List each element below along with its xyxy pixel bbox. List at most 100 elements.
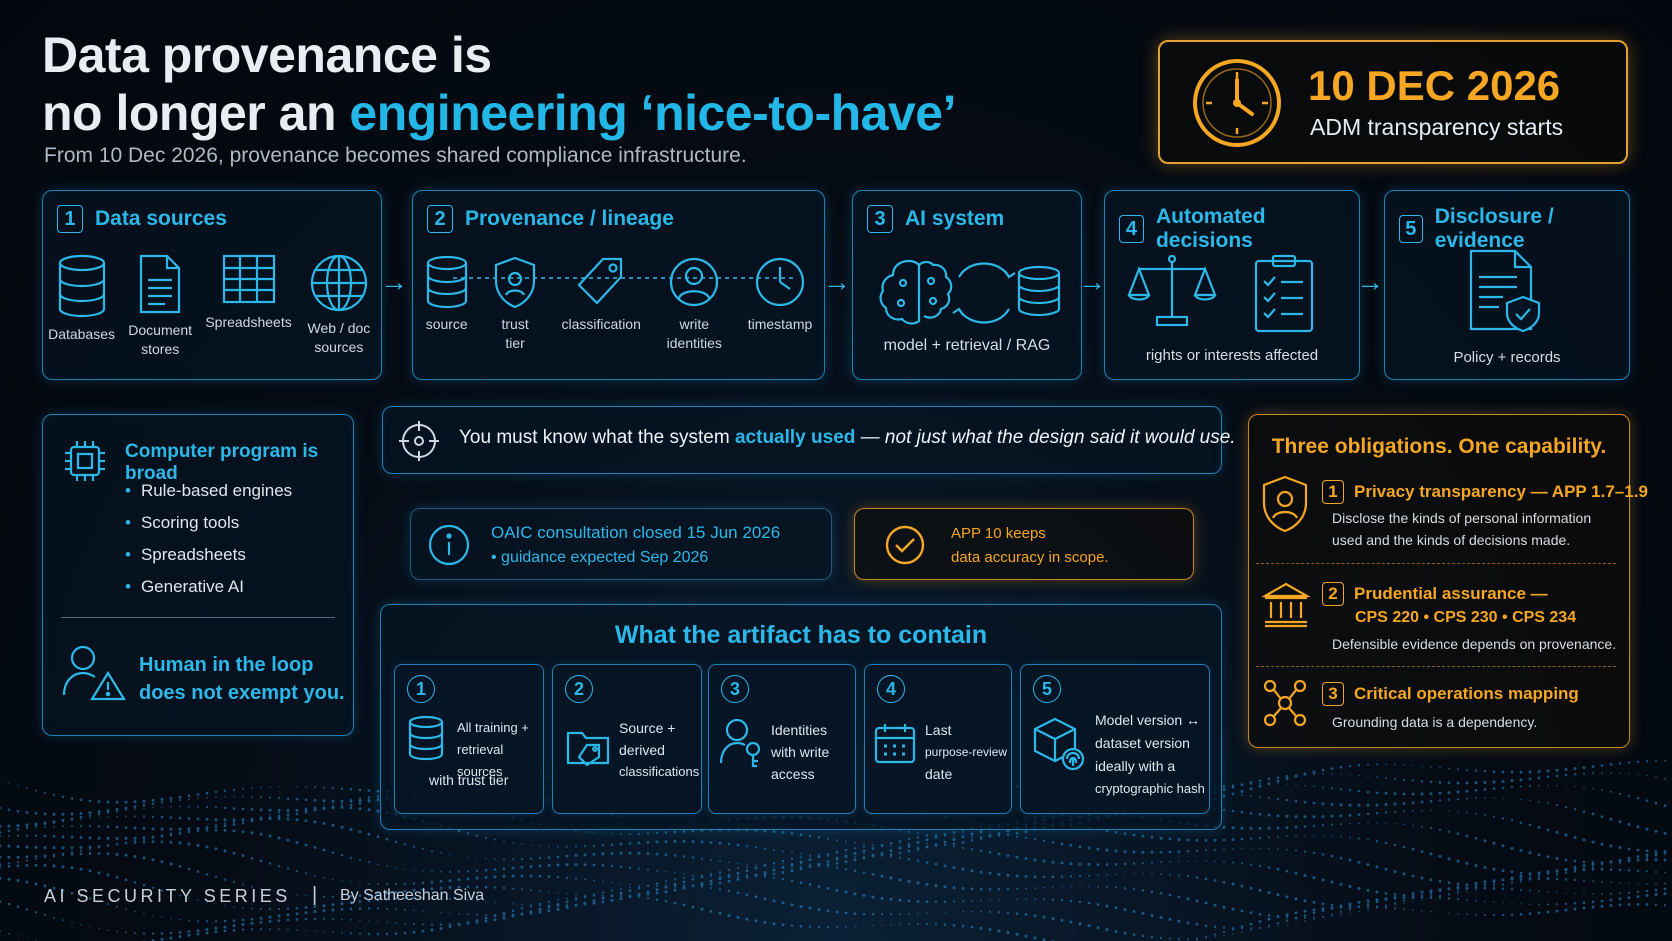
card-line: retrieval sources: [457, 742, 504, 779]
program-list-item: Scoring tools: [125, 513, 239, 533]
callout-pre: You must know what the system: [459, 427, 735, 448]
lineage-source-label: source: [425, 316, 468, 332]
card-line: Last: [925, 722, 952, 738]
obligation-1-header: 1 Privacy transparency — APP 1.7–1.9: [1322, 480, 1648, 504]
chip-icon: [65, 441, 105, 481]
card-line: dataset version: [1095, 735, 1190, 751]
obligation-1-desc-2: used and the kinds of decisions made.: [1332, 532, 1571, 548]
checklist-icon: [1254, 254, 1314, 333]
step-title: Data sources: [95, 207, 227, 230]
obligation-3-desc: Grounding data is a dependency.: [1332, 714, 1538, 730]
callout-text: You must know what the system actually u…: [459, 427, 1236, 449]
app10-line-2: data accuracy in scope.: [951, 549, 1109, 566]
obligation-2-desc: Defensible evidence depends on provenanc…: [1332, 636, 1617, 652]
card-line: derived: [619, 742, 665, 758]
step-title: Provenance / lineage: [465, 207, 674, 230]
card-number: 5: [1033, 675, 1061, 703]
artifact-card-classifications: 2 Source + derived classifications: [552, 664, 702, 814]
card-line: Source +: [619, 720, 676, 736]
date-callout: 10 DEC 2026 ADM transparency starts: [1158, 40, 1628, 164]
callout-highlight: actually used: [734, 427, 856, 448]
computer-program-panel: Computer program is broad Rule-based eng…: [42, 414, 354, 736]
obligation-title: Critical operations mapping: [1354, 684, 1579, 703]
step-title: AI system: [905, 207, 1005, 230]
artifact-title: What the artifact has to contain: [614, 621, 988, 649]
divider: [1256, 563, 1616, 564]
app10-box: APP 10 keeps data accuracy in scope.: [854, 508, 1194, 580]
obligation-3-header: 3 Critical operations mapping: [1322, 682, 1579, 706]
artifact-card-identities: 3 Identities with write access: [708, 664, 856, 814]
shield-icon: [495, 256, 536, 309]
spreadsheets-item: Spreadsheets: [205, 253, 292, 332]
card-line: Model version ↔: [1095, 712, 1201, 728]
tag-icon: [577, 257, 623, 305]
info-icon: [428, 524, 470, 566]
program-list-item: Rule-based engines: [125, 481, 292, 501]
flow-arrow-icon: →: [1078, 266, 1106, 297]
artifact-card-model-dataset: 5 Model version ↔ dataset version ideall…: [1020, 664, 1210, 814]
step-title: Disclosure / evidence: [1434, 205, 1554, 252]
oaic-line-1: OAIC consultation closed 15 Jun 2026: [491, 523, 781, 542]
policy-document-shield-icon: [1469, 249, 1541, 333]
hitl-line-1: Human in the loop: [139, 654, 314, 676]
step-number: 3: [867, 205, 893, 233]
lineage-write-identities-label: write identities: [666, 316, 722, 351]
spreadsheets-label: Spreadsheets: [205, 314, 292, 330]
card-line: date: [925, 766, 953, 782]
obligations-panel: Three obligations. One capability.: [1248, 414, 1630, 748]
page-subtitle: From 10 Dec 2026, provenance becomes sha…: [44, 144, 747, 167]
card-line: access: [771, 766, 815, 782]
clock-icon: [755, 257, 805, 307]
card-line: classifications: [619, 764, 700, 779]
program-list-item: Generative AI: [125, 577, 244, 597]
obligation-title: Privacy transparency — APP 1.7–1.9: [1354, 482, 1648, 501]
document-icon: [140, 254, 181, 314]
title-line-2: no longer an engineering ‘nice-to-have’: [42, 84, 956, 142]
artifact-card-review-date: 4 Last purpose-review date: [864, 664, 1012, 814]
title-line-2-pre: no longer an: [42, 85, 350, 141]
lineage-write-identities-item: write identities: [664, 255, 724, 353]
step-title: Automated decisions: [1155, 205, 1266, 252]
database-icon: [426, 255, 467, 309]
step-number: 4: [1119, 215, 1144, 243]
user-warning-icon: [62, 645, 126, 701]
effective-date-label: ADM transparency starts: [1310, 114, 1564, 140]
obligation-number: 2: [1322, 582, 1344, 606]
user-icon: [670, 257, 719, 307]
card-line: All training +: [457, 720, 529, 735]
flow-arrow-icon: →: [823, 266, 851, 297]
divider: [61, 617, 335, 618]
obligation-number: 3: [1322, 682, 1344, 706]
user-key-icon: [719, 718, 761, 768]
hitl-note: Human in the loop does not exempt you.: [139, 651, 345, 707]
author-byline: By Satheeshan Siva: [340, 887, 485, 904]
divider: [1256, 666, 1616, 667]
globe-icon: [310, 254, 367, 312]
lineage-trust-tier-label: trust tier: [501, 316, 529, 351]
databases-label: Databases: [48, 326, 116, 342]
folder-tag-icon: [566, 731, 610, 767]
document-stores-item: Document stores: [125, 253, 195, 359]
card-line: ideally with a: [1095, 758, 1176, 774]
cube-fingerprint-icon: [1033, 717, 1085, 771]
program-title: Computer program is broad: [125, 441, 319, 484]
card-line: purpose-review: [925, 745, 1008, 759]
app10-line-1: APP 10 keeps: [951, 525, 1046, 542]
check-circle-icon: [885, 525, 925, 565]
obligation-2-standards: CPS 220 • CPS 230 • CPS 234: [1355, 609, 1577, 626]
obligation-title: Prudential assurance —: [1354, 584, 1548, 603]
lineage-timestamp-item: timestamp: [748, 255, 812, 334]
step-number: 5: [1399, 215, 1423, 243]
calendar-icon: [874, 724, 916, 764]
key-callout: You must know what the system actually u…: [382, 406, 1236, 474]
obligation-number: 1: [1322, 480, 1344, 504]
card-number: 4: [877, 675, 905, 703]
network-nodes-icon: [1263, 679, 1307, 727]
obligations-title: Three obligations. One capability.: [1271, 435, 1607, 458]
database-icon: [408, 715, 444, 761]
